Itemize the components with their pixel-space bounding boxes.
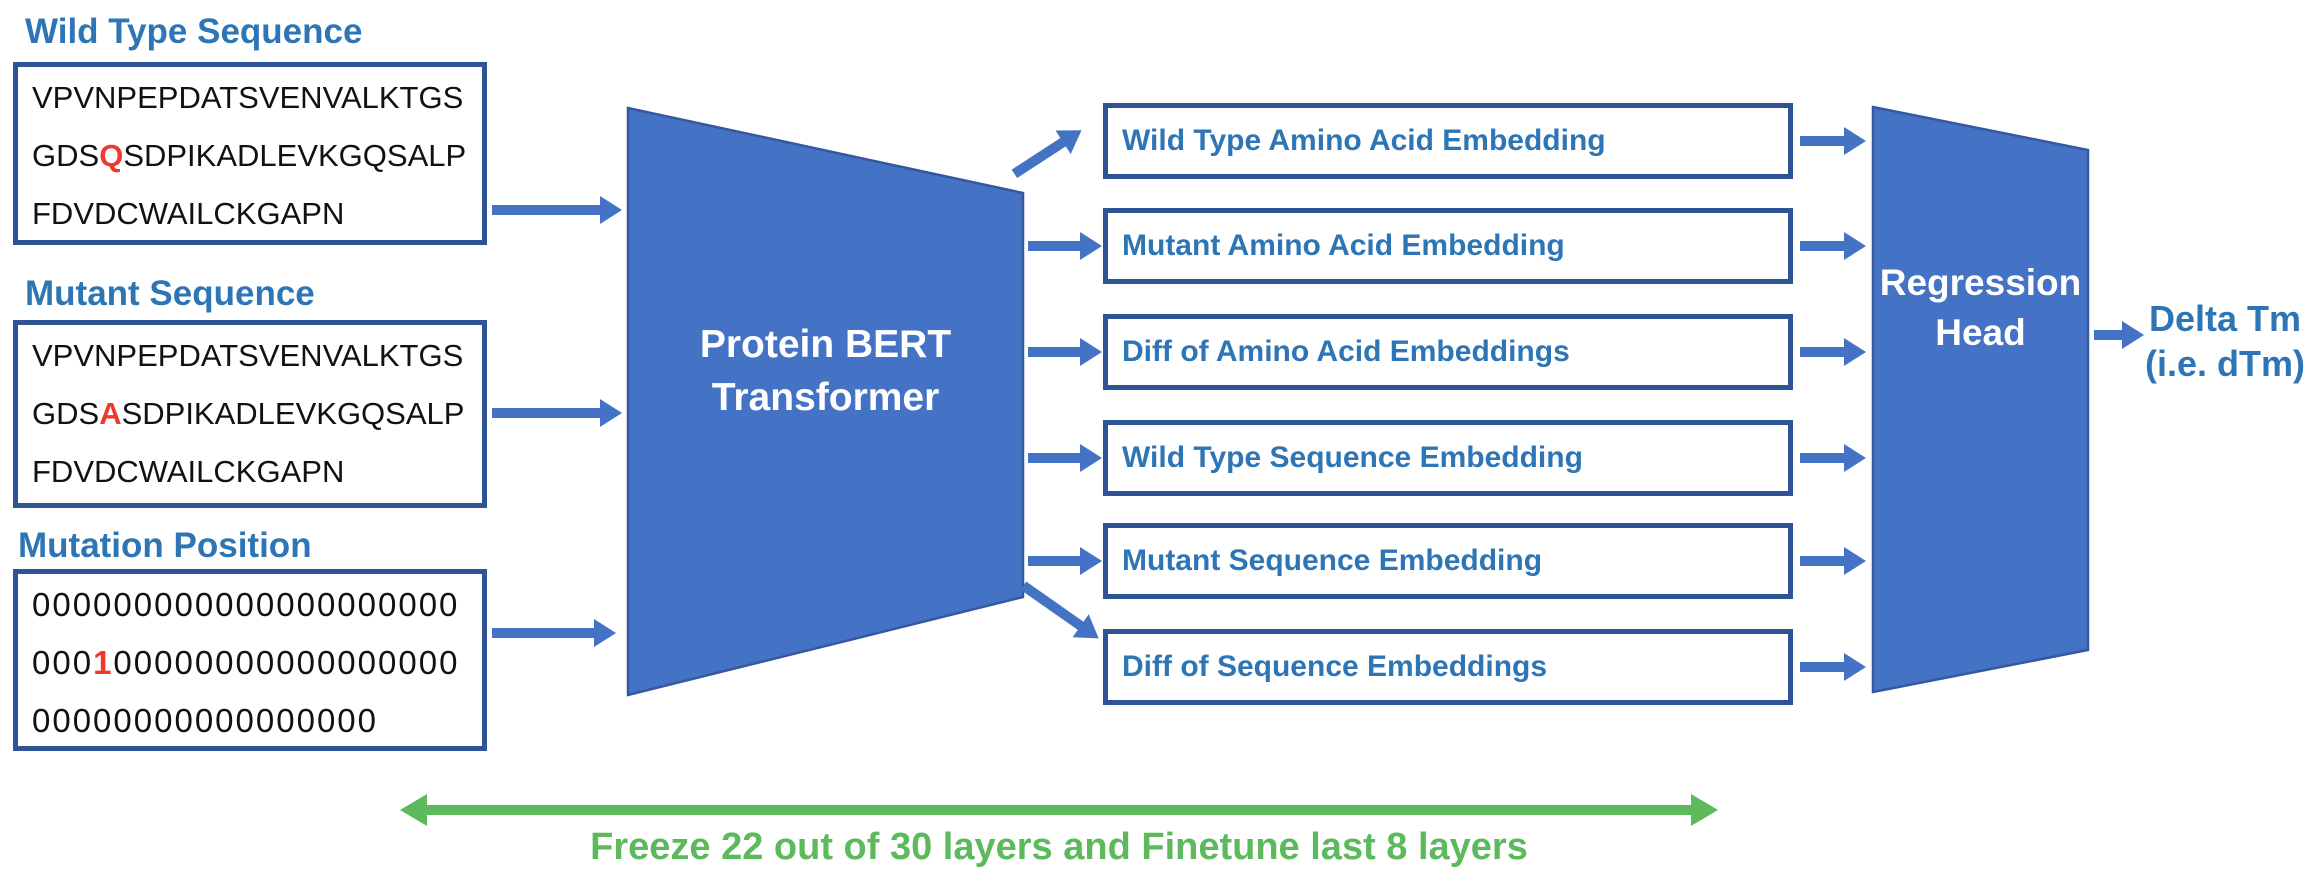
arrow-transformer-to-mut-seq-embedding-icon [1028,547,1102,575]
arrow-transformer-to-wt-seq-embedding-icon [1028,444,1102,472]
sequence-line: GDSASDPIKADLEVKGQSALP [32,396,465,431]
arrow-transformer-to-mut-aa-embedding-icon [1028,232,1102,260]
arrow-regression-to-output-icon [2094,321,2144,349]
freeze-span-double-arrow-icon [400,794,1718,826]
arrow-mutant-to-transformer-icon [492,399,622,427]
arrow-mut-seq-embedding-to-regression-icon [1800,547,1866,575]
arrow-diff-aa-embedding-to-regression-icon [1800,338,1866,366]
arrow-wt-aa-embedding-to-regression-icon [1800,127,1866,155]
wild-type-amino-acid-embedding-box: Wild Type Amino Acid Embedding [1103,103,1793,179]
sequence-line: FDVDCWAILCKGAPN [32,196,345,231]
arrow-wt-seq-embedding-to-regression-icon [1800,444,1866,472]
mutation-position-box: 000000000000000000000 000100000000000000… [13,569,487,751]
freeze-finetune-caption: Freeze 22 out of 30 layers and Finetune … [590,826,1528,868]
wild-type-sequence-embedding-box: Wild Type Sequence Embedding [1103,420,1793,496]
diff-of-sequence-embeddings-box: Diff of Sequence Embeddings [1103,629,1793,705]
arrow-transformer-to-diff-aa-embedding-icon [1028,338,1102,366]
mutated-residue-wild: Q [99,138,124,173]
delta-tm-output-label: Delta Tm (i.e. dTm) [2145,298,2305,384]
mutant-sequence-title: Mutant Sequence [25,274,315,313]
arrowhead-right-icon [1691,794,1718,826]
sequence-line: GDSQSDPIKADLEVKGQSALP [32,138,467,173]
arrow-position-to-transformer-icon [492,619,616,647]
mutation-position-flag: 1 [93,644,114,681]
mutation-position-title: Mutation Position [18,526,312,565]
diff-of-amino-acid-embeddings-box: Diff of Amino Acid Embeddings [1103,314,1793,390]
arrow-mut-aa-embedding-to-regression-icon [1800,232,1866,260]
sequence-line: VPVNPEPDATSVENVALKTGS [32,80,464,115]
mutant-amino-acid-embedding-box: Mutant Amino Acid Embedding [1103,208,1793,284]
mutant-sequence-embedding-box: Mutant Sequence Embedding [1103,523,1793,599]
position-mask-line: 000000000000000000000 [32,586,460,623]
mutant-sequence-box: VPVNPEPDATSVENVALKTGS GDSASDPIKADLEVKGQS… [13,320,487,508]
position-mask-line: 00000000000000000 [32,702,379,739]
position-mask-line: 000100000000000000000 [32,644,460,681]
sequence-line: VPVNPEPDATSVENVALKTGS [32,338,464,373]
arrow-diff-seq-embedding-to-regression-icon [1800,653,1866,681]
regression-head-shape [1871,105,2090,694]
arrow-wild-type-to-transformer-icon [492,196,622,224]
mutated-residue-mutant: A [99,396,122,431]
regression-head-label: Regression Head [1879,262,2082,353]
protein-bert-transformer-shape [626,106,1025,697]
protein-bert-transformer-label: Protein BERT Transformer [699,323,952,419]
wild-type-sequence-box: VPVNPEPDATSVENVALKTGS GDSQSDPIKADLEVKGQS… [13,62,487,245]
sequence-line: FDVDCWAILCKGAPN [32,454,345,489]
arrowhead-left-icon [400,794,427,826]
wild-type-sequence-title: Wild Type Sequence [25,12,363,51]
